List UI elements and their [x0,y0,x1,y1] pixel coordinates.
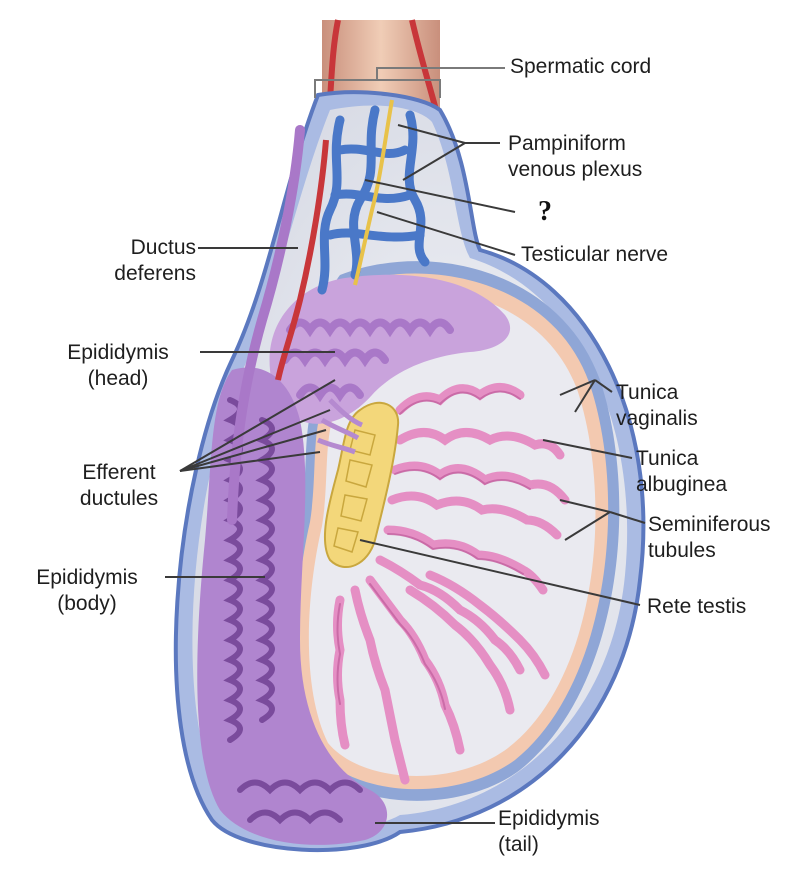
label-epididymis-head: Epididymis (head) [67,341,169,390]
rete-network [333,429,376,553]
label-question-mark: ? [538,196,552,227]
spermatic-cord-bracket [314,67,505,98]
ductus-deferens-shape [227,125,305,525]
label-efferent-ductules: Efferent ductules [79,461,159,510]
testicular-artery-shape [275,139,329,381]
tubule-shading [336,390,531,710]
testicular-nerve-shape [353,99,394,286]
pampiniform-plexus-shape [317,105,430,295]
label-tunica-albuginea: Tunica albuginea [636,447,728,496]
label-tunica-vaginalis: Tunica vaginalis [616,381,698,430]
efferent-ductules-shape [317,398,364,455]
cord-artery-right [409,19,439,111]
label-rete-testis: Rete testis [647,595,747,618]
label-seminiferous-tubules: Seminiferous tubules [648,513,771,562]
label-spermatic-cord: Spermatic cord [510,55,652,78]
label-epididymis-tail: Epididymis (tail) [498,807,600,856]
label-ductus-deferens: Ductus deferens [114,236,196,285]
leader-lines [165,124,646,824]
label-epididymis-body: Epididymis (body) [36,566,138,615]
label-testicular-nerve: Testicular nerve [521,243,669,266]
epididymis-body-shape [197,367,388,845]
seminiferous-tubules [333,383,570,785]
label-pampiniform-venous-plexus: Pampiniform venous plexus [508,132,643,181]
